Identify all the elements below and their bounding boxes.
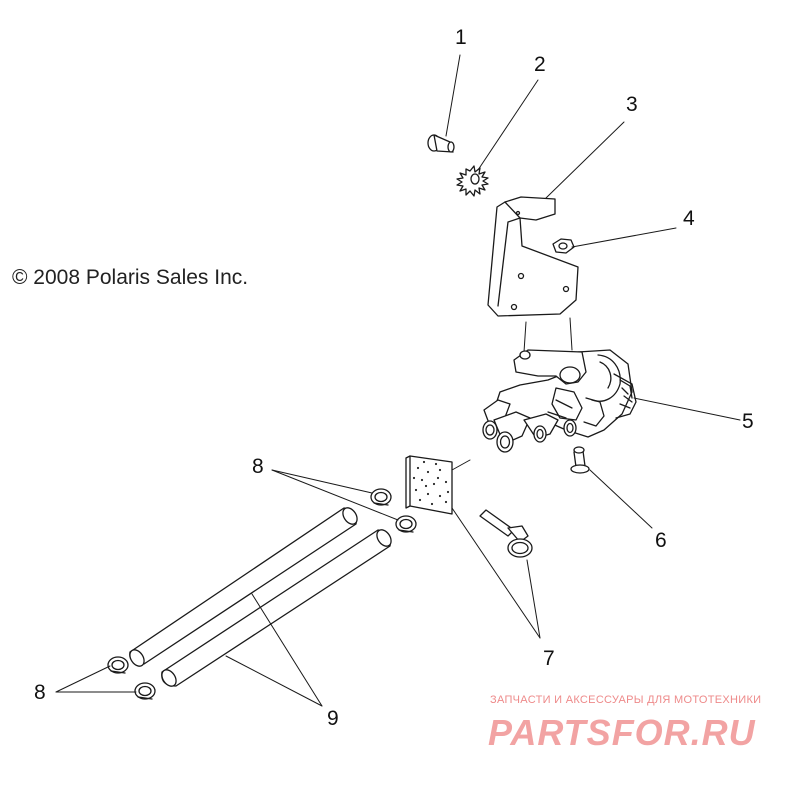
callout-4: 4 bbox=[683, 207, 695, 230]
foam-pad-part-7 bbox=[405, 455, 453, 515]
cable-tie-part-7 bbox=[479, 509, 533, 558]
callout-9: 9 bbox=[327, 707, 339, 730]
star-washer-part-2 bbox=[456, 165, 489, 197]
leader-lines bbox=[55, 54, 741, 707]
callout-8-lower: 8 bbox=[34, 681, 46, 704]
watermark-tagline: ЗАПЧАСТИ И АКСЕССУАРЫ ДЛЯ МОТОТЕХНИКИ bbox=[490, 694, 762, 706]
bolt-part-6 bbox=[570, 446, 590, 474]
callout-5: 5 bbox=[742, 410, 754, 433]
callout-7: 7 bbox=[543, 647, 555, 670]
watermark-logo: PARTSFOR.RU bbox=[488, 712, 756, 753]
callout-1: 1 bbox=[455, 26, 467, 49]
heater-valve-part-5 bbox=[482, 349, 637, 453]
assembly-lines bbox=[523, 317, 573, 353]
bolt-part-1 bbox=[427, 134, 455, 153]
copyright-text: © 2008 Polaris Sales Inc. bbox=[12, 266, 249, 289]
callout-6: 6 bbox=[655, 529, 667, 552]
callout-2: 2 bbox=[534, 53, 546, 76]
bracket-part-3 bbox=[487, 196, 579, 317]
hoses-part-9 bbox=[129, 507, 392, 687]
callout-3: 3 bbox=[626, 93, 638, 116]
nut-part-4 bbox=[552, 238, 575, 254]
hose-clamps-part-8 bbox=[107, 488, 417, 700]
callout-8-upper: 8 bbox=[252, 455, 264, 478]
